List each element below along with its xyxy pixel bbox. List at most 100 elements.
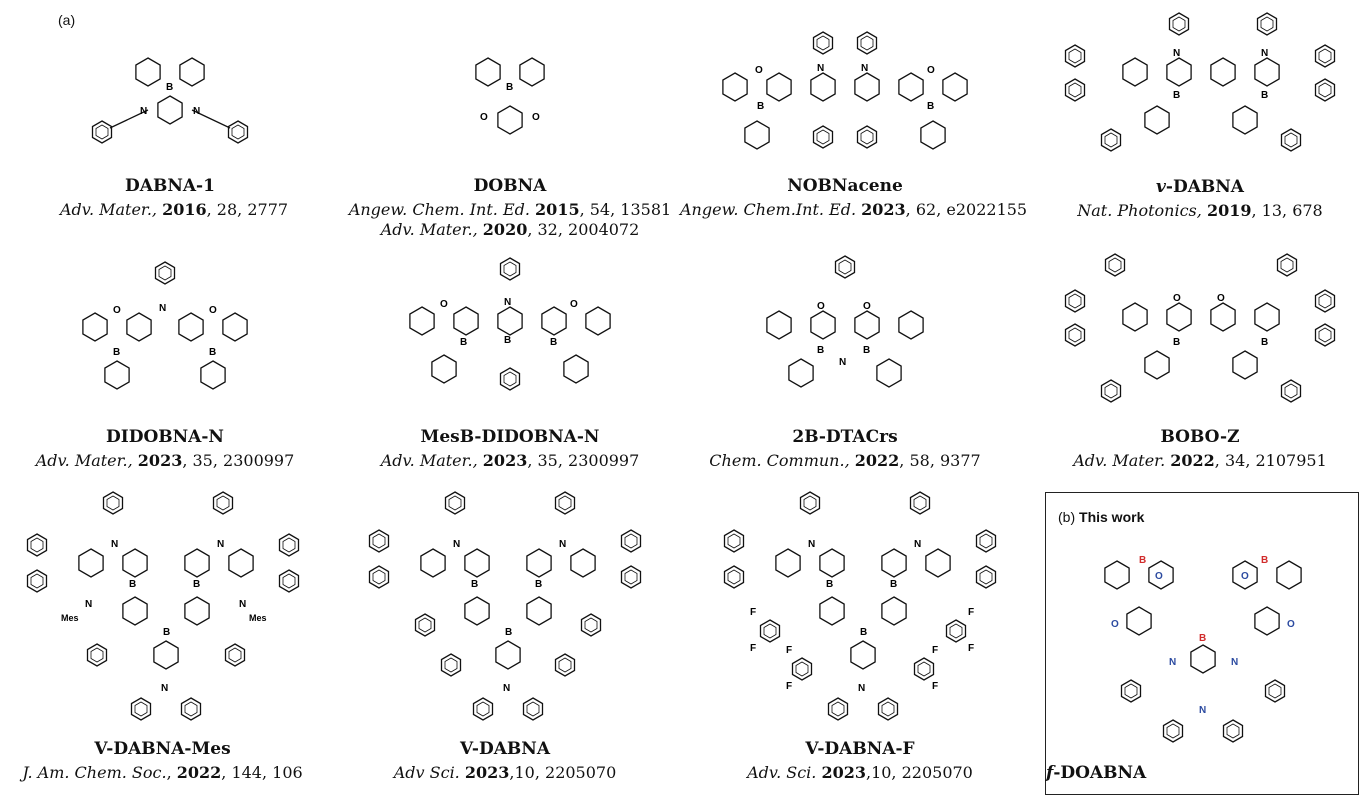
boron-atom: B [193, 579, 200, 590]
molecule-name: DABNA-1 [125, 176, 215, 196]
nitrogen-atom: N [914, 539, 921, 550]
nitrogen-atom: N [453, 539, 460, 550]
nitrogen-atom: N [839, 357, 846, 368]
boron-atom: B [113, 347, 120, 358]
mesityl-label: Mes [61, 613, 79, 623]
molecule-nobnacene: O O N N B B NOBNacene Angew. Chem.Int. E… [680, 25, 1027, 225]
boron-atom: B [209, 347, 216, 358]
molecule-v-dabna-f: N N B B B F F F F F F F F N V-DABNA-F Ad… [690, 485, 1030, 790]
nitrogen-atom: N [1169, 657, 1176, 668]
reference: Adv. Sci. 2023,10, 2205070 [747, 763, 973, 782]
boron-atom: B [505, 627, 512, 638]
boron-atom: B [860, 627, 867, 638]
bobo-z-structure: O O B B [1064, 253, 1336, 403]
reference: Adv. Mater., 2023, 35, 2300997 [35, 451, 295, 470]
molecule-name: v-DABNA [1156, 177, 1244, 197]
boron-atom: B [826, 579, 833, 590]
molecule-dabna-1: B N N DABNA-1 Adv. Mater., 2016, 28, 277… [60, 40, 288, 230]
fluorine-atom: F [786, 645, 792, 656]
oxygen-atom: O [1217, 293, 1225, 304]
oxygen-atom: O [1241, 571, 1249, 582]
boron-atom: B [1139, 555, 1146, 566]
nitrogen-atom: N [861, 63, 868, 74]
fluorine-atom: F [932, 681, 938, 692]
boron-atom: B [129, 579, 136, 590]
reference: Adv. Mater., 2020, 32, 2004072 [380, 220, 640, 239]
molecule-name: NOBNacene [787, 176, 903, 196]
boron-atom: B [460, 337, 467, 348]
molecule-bobo-z: O O B B BOBO-Z Adv. Mater. 2022, 34, 210… [1045, 245, 1355, 475]
panel-a-label: (a) [58, 12, 76, 28]
boron-atom: B [504, 335, 511, 346]
oxygen-atom: O [209, 305, 217, 316]
molecule-name: DOBNA [473, 176, 547, 196]
boron-atom: B [890, 579, 897, 590]
nobnacene-structure: O O N N B B [722, 31, 968, 150]
oxygen-atom: O [1155, 571, 1163, 582]
molecule-2b-dtacrs: O O B B N 2B-DTACrs Chem. Commun., 2022,… [700, 245, 990, 475]
boron-atom: B [817, 345, 824, 356]
molecule-name: V-DABNA-Mes [94, 739, 231, 759]
boron-atom: B [927, 101, 934, 112]
nitrogen-atom: N [239, 599, 246, 610]
oxygen-atom: O [440, 299, 448, 310]
boron-atom: B [535, 579, 542, 590]
molecule-name: DIDOBNA-N [106, 427, 224, 447]
oxygen-atom: O [1173, 293, 1181, 304]
boron-atom: B [1261, 337, 1268, 348]
molecule-name: V-DABNA [459, 739, 551, 759]
boron-atom: B [550, 337, 557, 348]
oxygen-atom: O [113, 305, 121, 316]
boron-atom: B [1261, 555, 1268, 566]
fluorine-atom: F [750, 643, 756, 654]
nitrogen-atom: N [1199, 705, 1206, 716]
nitrogen-atom: N [858, 683, 865, 694]
reference: Nat. Photonics, 2019, 13, 678 [1077, 201, 1323, 220]
boron-atom: B [163, 627, 170, 638]
molecule-name: MesB-DIDOBNA-N [420, 427, 600, 447]
nitrogen-atom: N [161, 683, 168, 694]
v-dabna-small-structure: N N B B [1064, 12, 1336, 152]
this-work-panel: (b) This work B B B O O O O N N N f-DOAB… [1045, 492, 1359, 795]
nitrogen-atom: N [1261, 48, 1268, 59]
oxygen-atom: O [1287, 619, 1295, 630]
boron-atom: B [1173, 337, 1180, 348]
oxygen-atom: O [755, 65, 763, 76]
nitrogen-atom: N [503, 683, 510, 694]
reference: J. Am. Chem. Soc., 2022, 144, 106 [22, 763, 303, 782]
molecule-v-dabna-mes: N N B B B N N Mes Mes N V-DABNA-Mes J. A… [0, 485, 325, 790]
molecule-v-dabna-small: N N B B v-DABNA Nat. Photonics, 2019, 13… [1045, 10, 1355, 225]
reference: Angew. Chem. Int. Ed. 2015, 54, 13581 [348, 200, 672, 219]
molecule-name: BOBO-Z [1160, 427, 1240, 447]
nitrogen-atom: N [504, 297, 511, 308]
oxygen-atom: O [480, 112, 488, 123]
nitrogen-atom: N [140, 106, 147, 117]
panel-b-title: (b) This work [1058, 509, 1145, 525]
v-dabna-f-structure: N N B B B F F F F F F F F N [723, 491, 997, 721]
boron-atom: B [166, 82, 173, 93]
nitrogen-atom: N [817, 63, 824, 74]
2b-dtacrs-structure: O O B B N [766, 255, 924, 388]
nitrogen-atom: N [1231, 657, 1238, 668]
dabna-1-structure: B N N [91, 57, 249, 144]
oxygen-atom: O [532, 112, 540, 123]
molecule-v-dabna: N N B B B N V-DABNA Adv Sci. 2023,10, 22… [335, 485, 675, 790]
nitrogen-atom: N [559, 539, 566, 550]
oxygen-atom: O [570, 299, 578, 310]
boron-atom: B [757, 101, 764, 112]
nitrogen-atom: N [85, 599, 92, 610]
didobna-n-structure: N O O B B [82, 261, 248, 390]
dobna-structure: B O O [475, 57, 545, 135]
nitrogen-atom: N [1173, 48, 1180, 59]
molecule-didobna-n: N O O B B DIDOBNA-N Adv. Mater., 2023, 3… [20, 245, 310, 475]
molecule-name: 2B-DTACrs [792, 427, 898, 447]
fluorine-atom: F [932, 645, 938, 656]
oxygen-atom: O [817, 301, 825, 312]
v-dabna-mes-structure: N N B B B N N Mes Mes N [26, 491, 299, 721]
reference: Adv Sci. 2023,10, 2205070 [393, 763, 617, 782]
oxygen-atom: O [1111, 619, 1119, 630]
molecule-dobna: B O O DOBNA Angew. Chem. Int. Ed. 2015, … [345, 40, 675, 239]
reference: Adv. Mater. 2022, 34, 2107951 [1073, 451, 1327, 470]
molecule-mesb-didobna-n: N B B B O O MesB-DIDOBNA-N Adv. Mater., … [350, 245, 670, 475]
molecule-name: V-DABNA-F [805, 739, 915, 759]
